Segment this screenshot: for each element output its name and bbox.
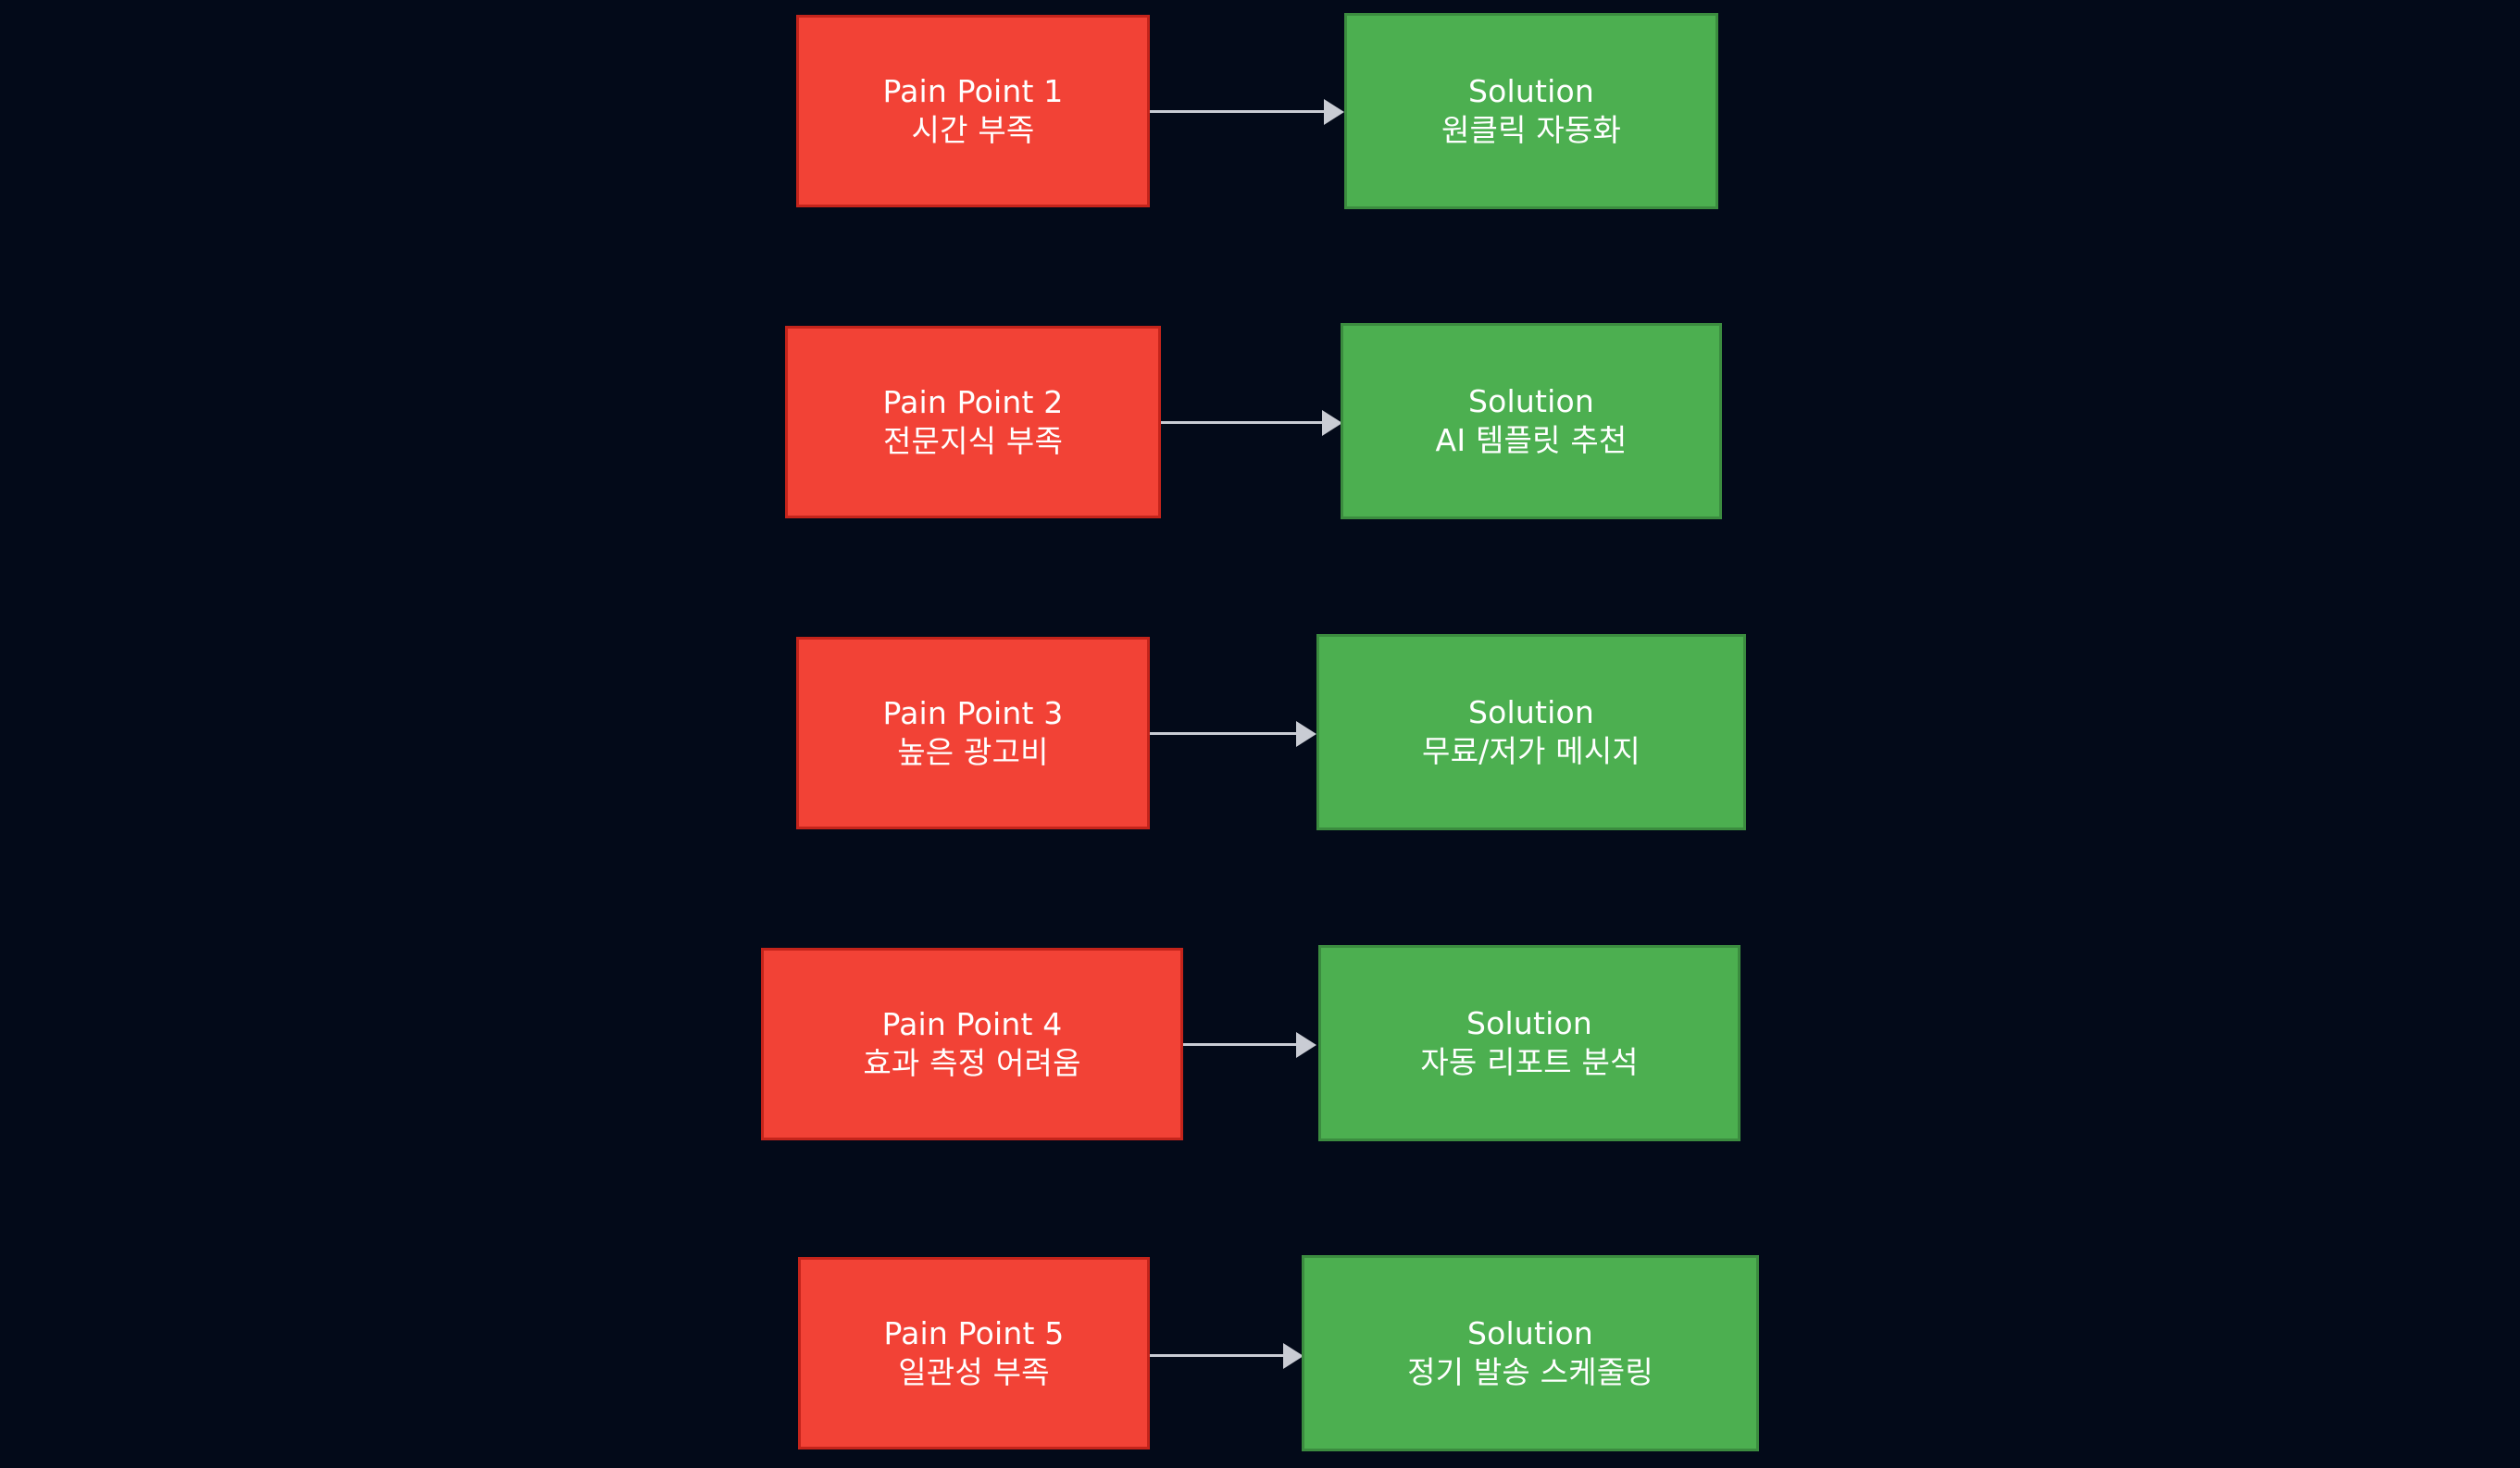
pain-point-node-4[interactable]: Pain Point 4 효과 측정 어려움 xyxy=(761,948,1183,1140)
pain-point-node-2[interactable]: Pain Point 2 전문지식 부족 xyxy=(785,326,1161,518)
connector-line-4 xyxy=(1183,1043,1298,1046)
connector-arrowhead-4 xyxy=(1296,1032,1316,1058)
solution-title-1: Solution xyxy=(1467,72,1595,109)
connector-arrowhead-1 xyxy=(1324,99,1344,125)
solution-node-5[interactable]: Solution 정기 발송 스케줄링 xyxy=(1302,1255,1759,1451)
solution-title-3: Solution xyxy=(1467,693,1595,730)
solution-detail-2: AI 템플릿 추천 xyxy=(1435,422,1628,458)
solution-title-4: Solution xyxy=(1466,1004,1593,1041)
pain-point-detail-5: 일관성 부족 xyxy=(898,1354,1050,1390)
connector-line-5 xyxy=(1150,1354,1285,1357)
solution-title-5: Solution xyxy=(1466,1314,1594,1351)
solution-detail-5: 정기 발송 스케줄링 xyxy=(1407,1354,1653,1390)
pain-point-title-5: Pain Point 5 xyxy=(883,1314,1065,1351)
pain-point-title-4: Pain Point 4 xyxy=(881,1005,1063,1042)
solution-node-2[interactable]: Solution AI 템플릿 추천 xyxy=(1341,323,1722,519)
connector-arrowhead-3 xyxy=(1296,721,1316,747)
solution-detail-3: 무료/저가 메시지 xyxy=(1422,733,1640,769)
pain-point-detail-4: 효과 측정 어려움 xyxy=(863,1045,1081,1081)
connector-line-1 xyxy=(1150,110,1326,113)
pain-point-node-1[interactable]: Pain Point 1 시간 부족 xyxy=(796,15,1150,207)
connector-arrowhead-5 xyxy=(1283,1343,1304,1369)
pain-point-node-3[interactable]: Pain Point 3 높은 광고비 xyxy=(796,637,1150,829)
pain-point-title-2: Pain Point 2 xyxy=(882,383,1064,420)
pain-point-detail-3: 높은 광고비 xyxy=(897,734,1049,770)
solution-detail-4: 자동 리포트 분석 xyxy=(1420,1044,1639,1080)
solution-node-3[interactable]: Solution 무료/저가 메시지 xyxy=(1316,634,1746,830)
solution-node-4[interactable]: Solution 자동 리포트 분석 xyxy=(1318,945,1740,1141)
connector-line-2 xyxy=(1161,421,1324,424)
solution-node-1[interactable]: Solution 원클릭 자동화 xyxy=(1344,13,1718,209)
connector-line-3 xyxy=(1150,732,1298,735)
solution-detail-1: 원클릭 자동화 xyxy=(1441,112,1622,148)
pain-point-title-3: Pain Point 3 xyxy=(882,694,1064,731)
pain-point-detail-2: 전문지식 부족 xyxy=(882,423,1064,459)
pain-point-node-5[interactable]: Pain Point 5 일관성 부족 xyxy=(798,1257,1150,1449)
solution-title-2: Solution xyxy=(1467,382,1595,419)
connector-arrowhead-2 xyxy=(1322,410,1342,436)
pain-point-title-1: Pain Point 1 xyxy=(882,72,1064,109)
pain-point-detail-1: 시간 부족 xyxy=(911,112,1035,148)
